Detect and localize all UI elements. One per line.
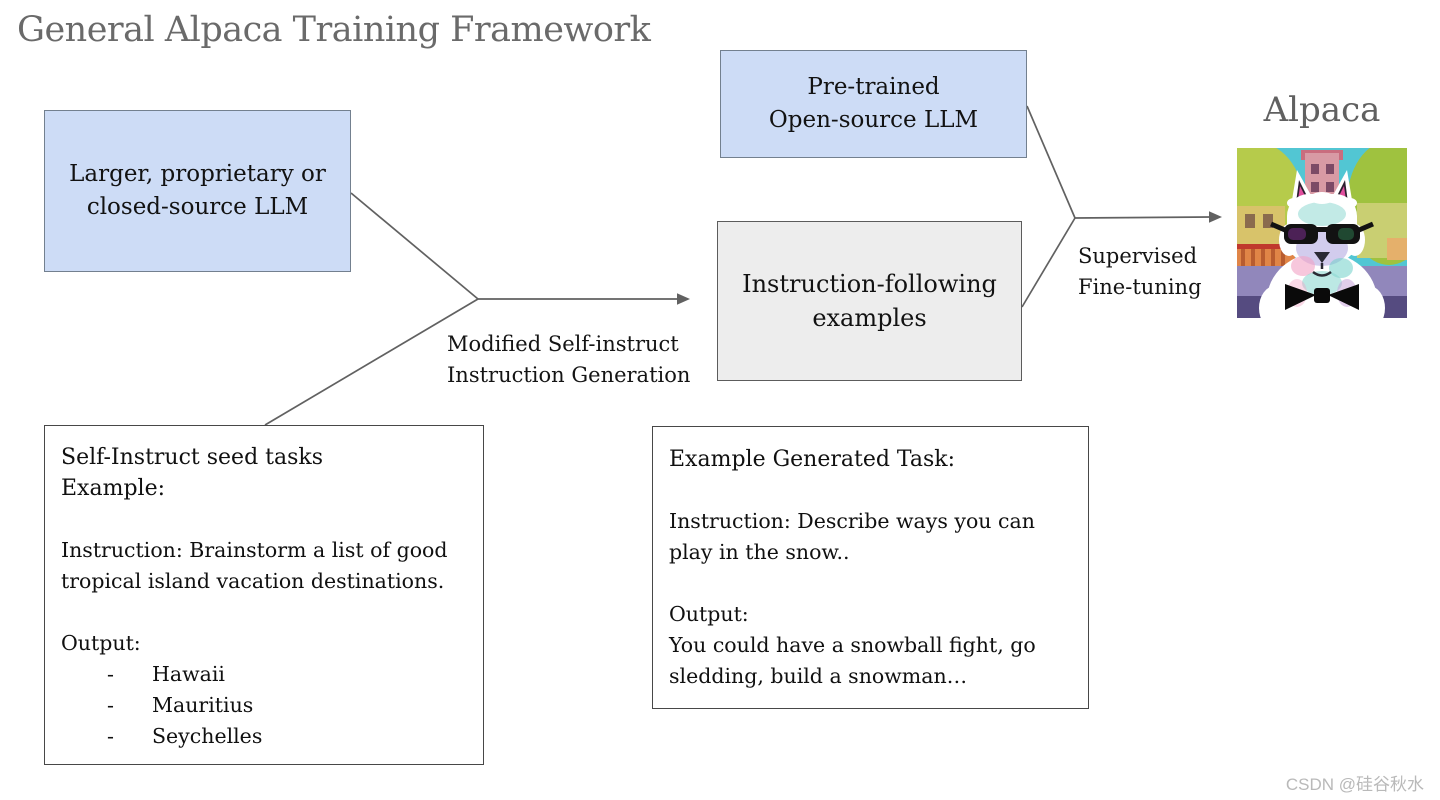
alpaca-result-label: Alpaca [1263,90,1381,130]
edge-label-instruction-generation-line2: Instruction Generation [447,363,691,387]
generated-box-output-line2: sledding, build a snowman… [669,664,968,688]
generated-box-output-label: Output: [669,602,749,626]
edge-label-supervised-fine-tuning-line1: Supervised [1078,244,1198,268]
page-title: General Alpaca Training Framework [17,10,651,50]
seed-box-output-item: - Seychelles [61,721,473,752]
edge-closed-llm-to-junction [350,192,479,300]
generated-task-box: Example Generated Task: Instruction: Des… [652,426,1089,709]
seed-box-output-label: Output: [61,631,141,655]
edge-examples-to-junction [1021,217,1076,308]
watermark: CSDN @硅谷秋水 [1285,775,1424,794]
node-pretrained-open-source-llm: Pre-trained Open-source LLM [720,50,1027,158]
seed-tasks-box: Self-Instruct seed tasks Example: Instru… [44,425,484,765]
seed-box-instruction-line1: Instruction: Brainstorm a list of good [61,538,448,562]
seed-box-output-item-text: Mauritius [152,693,254,717]
seed-box-output-item-text: Hawaii [152,662,225,686]
node-closed-source-llm: Larger, proprietary or closed-source LLM [44,110,351,272]
arrowhead-to-examples [677,293,690,305]
node-pretrained-open-source-llm-line2: Open-source LLM [768,107,979,133]
node-instruction-following-examples: Instruction-following examples [717,221,1022,381]
bullet-dash: - [107,724,114,748]
seed-box-output-item-text: Seychelles [152,724,263,748]
generated-box-instruction-line1: Instruction: Describe ways you can [669,509,1035,533]
node-instruction-following-examples-line1: Instruction-following [742,270,997,298]
alpaca-image [1237,148,1407,318]
seed-box-output-item: - Hawaii [61,659,473,690]
node-instruction-following-examples-line2: examples [812,304,927,332]
bullet-dash: - [107,662,114,686]
seed-box-heading-line1: Self-Instruct seed tasks [61,445,324,470]
edge-label-supervised-fine-tuning-line2: Fine-tuning [1078,275,1202,299]
edge-open-llm-to-junction [1026,105,1076,219]
seed-box-instruction-line2: tropical island vacation destinations. [61,569,445,593]
bullet-dash: - [107,693,114,717]
node-closed-source-llm-line2: closed-source LLM [86,194,309,220]
edge-junction-to-alpaca-arrow [1074,216,1212,219]
node-pretrained-open-source-llm-line1: Pre-trained [807,74,940,100]
seed-box-heading-line2: Example: [61,476,165,501]
generated-box-output-line1: You could have a snowball fight, go [669,633,1036,657]
node-closed-source-llm-line1: Larger, proprietary or [69,161,326,187]
seed-box-output-item: - Mauritius [61,690,473,721]
arrowhead-to-alpaca [1209,211,1222,223]
generated-box-heading: Example Generated Task: [669,447,956,472]
edge-label-instruction-generation-line1: Modified Self-instruct [447,332,679,356]
edge-label-supervised-fine-tuning: Supervised Fine-tuning [1078,241,1202,303]
edge-label-instruction-generation: Modified Self-instruct Instruction Gener… [447,329,690,391]
generated-box-instruction-line2: play in the snow.. [669,540,850,564]
